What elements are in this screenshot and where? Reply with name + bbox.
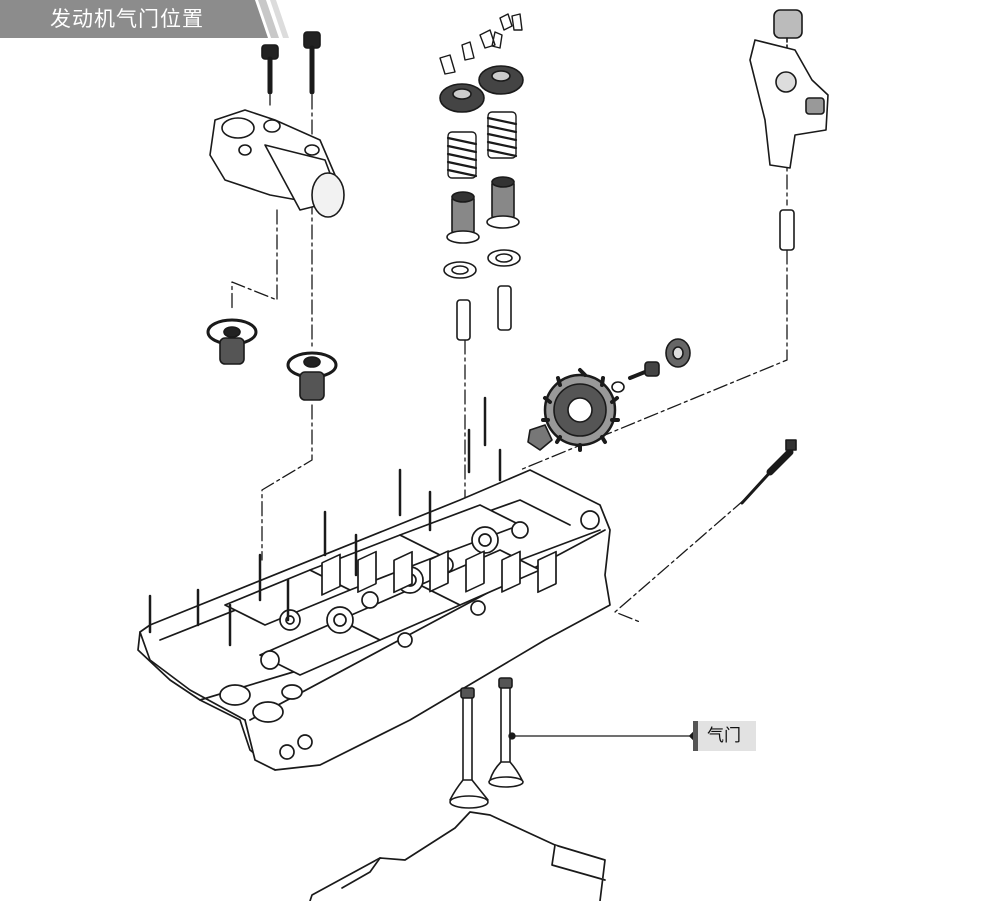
title-banner <box>0 0 289 38</box>
stem-seal-2 <box>486 176 520 229</box>
gear-assembly <box>527 338 691 452</box>
engine-block <box>309 811 606 901</box>
valve-exhaust <box>488 677 524 788</box>
bolt-left <box>261 44 279 95</box>
cylinder-head <box>137 469 611 771</box>
spring-washers <box>443 249 521 279</box>
page-title: 发动机气门位置 <box>50 7 204 31</box>
valve-keepers <box>439 13 523 75</box>
thermostat-1 <box>206 318 258 365</box>
rocker-arm <box>749 9 829 251</box>
thermostat-2 <box>286 351 338 401</box>
bolt-right <box>303 31 321 95</box>
valve-callout-label: 气门 <box>693 721 756 751</box>
valve-spring-1 <box>446 131 478 179</box>
thermostat-housing <box>209 109 345 218</box>
valve-intake <box>449 687 489 809</box>
glow-plug <box>740 439 797 505</box>
valve-callout-text: 气门 <box>707 726 741 746</box>
stem-seal-1 <box>446 191 480 244</box>
spring-retainer-1 <box>439 83 485 113</box>
valve-leader-line <box>508 731 699 741</box>
spring-retainer-2 <box>478 65 524 95</box>
head-studs <box>148 396 502 647</box>
valve-spring-2 <box>486 111 518 159</box>
valve-guides <box>456 285 512 341</box>
